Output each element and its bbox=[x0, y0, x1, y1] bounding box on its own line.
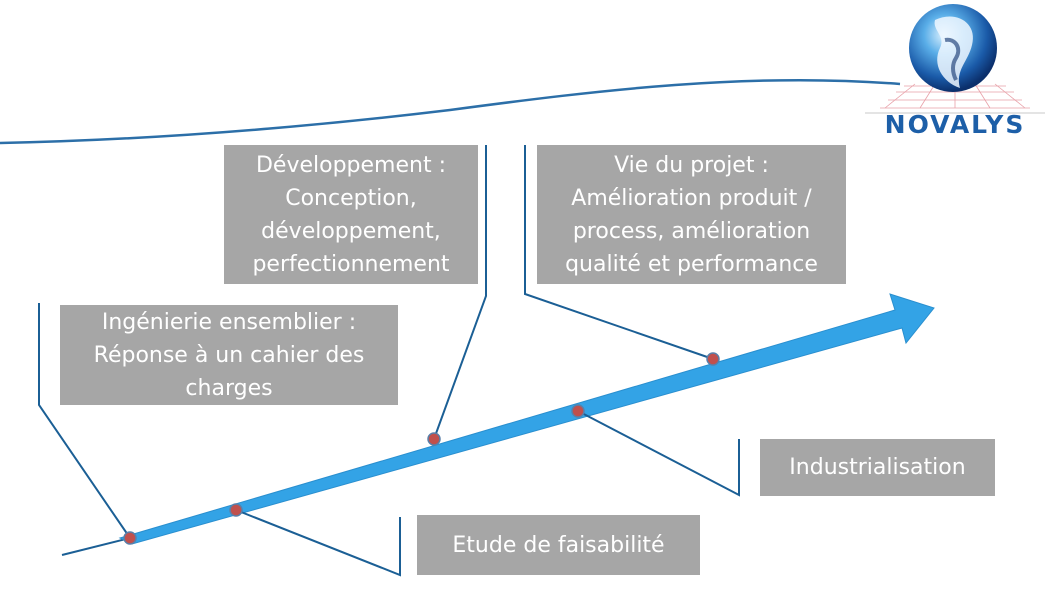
box-text-line: Amélioration produit / bbox=[571, 185, 812, 211]
box-text-line: développement, bbox=[261, 218, 441, 244]
novalys-logo: NOVALYS bbox=[860, 0, 1050, 145]
box-text-line: process, amélioration bbox=[572, 218, 811, 244]
box-text-line: qualité et performance bbox=[565, 251, 818, 277]
box-text-line: Conception, bbox=[285, 185, 417, 211]
connector-developpement bbox=[433, 145, 487, 440]
box-industrialisation: Industrialisation bbox=[760, 439, 995, 496]
box-vie-du-projet: Vie du projet : Amélioration produit / p… bbox=[537, 145, 846, 284]
box-text-line: Ingénierie ensemblier : bbox=[101, 309, 357, 335]
milestone-dot bbox=[229, 503, 243, 517]
milestone-dot bbox=[427, 432, 441, 446]
baseline-start-line bbox=[61, 537, 131, 556]
milestone-dot bbox=[123, 531, 137, 545]
connector-etude bbox=[235, 509, 401, 577]
box-text-line: Vie du projet : bbox=[614, 152, 769, 178]
box-text-line: Industrialisation bbox=[789, 455, 966, 480]
milestone-dot bbox=[571, 404, 585, 418]
header-wave-line bbox=[0, 78, 901, 145]
box-text-line: Réponse à un cahier des bbox=[93, 342, 365, 368]
main-timeline-arrow bbox=[118, 293, 935, 545]
milestone-dot bbox=[706, 352, 720, 366]
box-ingenierie: Ingénierie ensemblier : Réponse à un cah… bbox=[60, 305, 398, 405]
connector-ingenierie bbox=[38, 303, 131, 539]
logo-text: NOVALYS bbox=[884, 110, 1026, 139]
box-developpement: Développement : Conception, développemen… bbox=[224, 145, 478, 284]
box-etude-de-faisabilite: Etude de faisabilité bbox=[417, 515, 700, 575]
logo-globe-icon bbox=[865, 4, 1045, 114]
box-text-line: charges bbox=[185, 375, 273, 401]
box-text-line: Etude de faisabilité bbox=[452, 532, 665, 558]
connector-industrialisation bbox=[577, 410, 740, 497]
connector-vie bbox=[524, 145, 714, 360]
box-text-line: perfectionnement bbox=[252, 251, 450, 277]
box-text-line: Développement : bbox=[255, 152, 446, 178]
